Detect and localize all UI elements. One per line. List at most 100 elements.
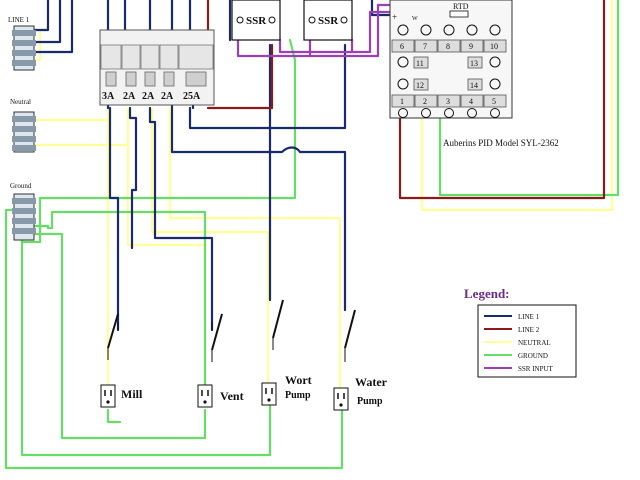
terminal: 7 (414, 39, 438, 53)
neutral-bus-label: Neutral (10, 98, 31, 106)
breaker-rating: 2A (142, 91, 155, 102)
outlet-label: Pump (285, 390, 311, 401)
legend-label: SSR INPUT (518, 365, 554, 373)
ground-wire (438, 0, 620, 197)
ssr-terminal (236, 16, 244, 24)
neutral-wire (126, 106, 207, 387)
ssr-input-wire (236, 38, 312, 58)
terminal-number: 11 (416, 59, 424, 68)
terminal-screw (12, 60, 36, 66)
legend-label: LINE 2 (518, 326, 540, 334)
ssr-label: SSR (246, 15, 267, 27)
legend-item: SSR INPUT (484, 365, 554, 373)
terminal-row-bottom: 1 2 3 4 5 (391, 94, 507, 118)
neutral-bus: Neutral (10, 98, 36, 153)
ground-wire (13, 232, 207, 440)
terminal (413, 78, 429, 91)
terminal: 4 (460, 94, 484, 108)
terminal-number: 14 (470, 81, 478, 90)
breaker-rating: 2A (161, 91, 174, 102)
rtd-label: RTD (453, 2, 469, 11)
outlet: Mill (100, 384, 143, 408)
switch (211, 313, 223, 362)
outlet-receptacle (261, 382, 277, 406)
ssr-terminal (268, 16, 276, 24)
rtd-resistor (449, 10, 469, 18)
terminal: 9 (460, 39, 484, 53)
ssr-relay: SSR (303, 0, 353, 41)
terminal-number: 1 (400, 97, 404, 106)
terminal-number: 5 (492, 97, 496, 106)
breaker-switch (100, 44, 122, 70)
breaker-toggle (185, 71, 207, 87)
line1-wire (148, 106, 214, 332)
breaker: 3A (100, 44, 122, 102)
breaker-toggle (163, 71, 175, 87)
terminal-screw (12, 40, 36, 46)
ssr-terminal (340, 16, 348, 24)
terminal: 8 (437, 39, 461, 53)
neutral-wires (13, 0, 614, 390)
terminal-screw (12, 126, 36, 132)
switch-lever (107, 313, 119, 349)
terminal: 2 (414, 94, 438, 108)
breaker-toggle (105, 71, 117, 87)
outlet-receptacle (197, 384, 213, 408)
terminal-screw (12, 208, 36, 214)
legend-item: LINE 2 (484, 326, 540, 334)
breaker-toggle (144, 71, 156, 87)
breaker-rating: 2A (123, 91, 136, 102)
plus-sign: + (392, 12, 397, 22)
w-label: W (412, 16, 418, 22)
ssr-body (303, 0, 353, 41)
switch (344, 309, 356, 362)
breaker-bank: 3A 2A 2A 2A 25A (99, 29, 215, 106)
legend-item: LINE 1 (484, 313, 540, 321)
breaker: 25A (178, 44, 214, 102)
terminal: 3 (437, 94, 461, 108)
terminal (413, 56, 429, 69)
terminal-number: 9 (469, 42, 473, 51)
terminal-screw-icon (397, 78, 409, 90)
ssr-label: SSR (318, 15, 339, 27)
outlet-label: Wort (285, 373, 312, 387)
outlet: Vent (197, 384, 244, 408)
terminal-screw-icon (443, 24, 455, 36)
ground-wires (4, 0, 620, 470)
terminal-number: 12 (416, 81, 424, 90)
line1-wire (188, 43, 347, 130)
terminal-screw (12, 228, 36, 234)
switch-lever (272, 299, 284, 339)
breaker-rating: 3A (102, 91, 115, 102)
outlet: Water Pump (333, 375, 388, 411)
line1-bus-label: LINE 1 (8, 16, 30, 24)
switch (107, 313, 119, 360)
terminal-screw (12, 50, 36, 56)
terminal-row-top: 6 7 8 9 10 (391, 24, 507, 53)
terminal-screw-icon (467, 108, 477, 118)
terminal-number: 8 (446, 42, 450, 51)
ground-wire (4, 208, 344, 470)
ground-bus: Ground (10, 182, 36, 241)
terminal-screw (12, 198, 36, 204)
switch (272, 299, 284, 350)
line1-wire (370, 0, 397, 17)
neutral-wire (420, 0, 614, 212)
outlet-label: Vent (220, 389, 244, 403)
terminal-number: 7 (423, 42, 427, 51)
terminal-strip (13, 25, 35, 71)
legend-label: NEUTRAL (518, 339, 551, 347)
terminal: 5 (483, 94, 507, 108)
breaker-toggle (125, 71, 137, 87)
ssr-relay: SSR (231, 0, 281, 41)
breaker-rating: 25A (183, 91, 201, 102)
terminal: 1 (391, 94, 415, 108)
terminal-screw (12, 136, 36, 142)
ground-bus-label: Ground (10, 182, 32, 190)
neutral-wire (150, 106, 270, 387)
line1-wire (170, 93, 347, 312)
terminal: 10 (483, 39, 507, 53)
line1-wire (108, 106, 120, 332)
